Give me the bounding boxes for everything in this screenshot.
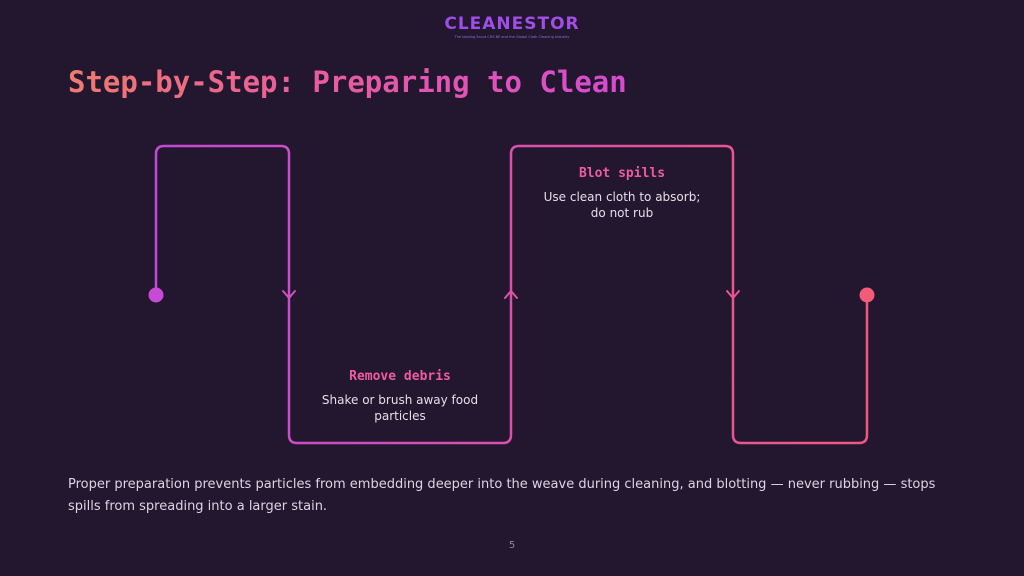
- logo-wordmark: CLEANESTOR: [0, 14, 1024, 34]
- step-description-line: particles: [374, 409, 426, 423]
- page-number: 5: [508, 540, 516, 551]
- flow-connector-path: [154, 144, 869, 445]
- slide-title: Step-by-Step: Preparing to Clean: [68, 62, 627, 102]
- step-title: Blot spills: [578, 166, 666, 181]
- arrow-down-icon: [726, 290, 740, 299]
- logo-tagline: The leading Scout CH5 BE and the Global …: [454, 35, 570, 39]
- step-description: Shake or brush away food particles: [300, 392, 500, 424]
- arrow-down-icon: [282, 290, 296, 299]
- step-remove-debris: Remove debris Shake or brush away food p…: [300, 368, 500, 424]
- step-description: Use clean cloth to absorb; do not rub: [522, 189, 722, 221]
- slide-caption: Proper preparation prevents particles fr…: [68, 474, 948, 518]
- step-description-line: do not rub: [590, 206, 654, 220]
- caption-line: spills from spreading into a larger stai…: [68, 499, 328, 514]
- brand-logo: CLEANESTOR The leading Scout CH5 BE and …: [0, 14, 1024, 40]
- flow-end-dot: [859, 287, 875, 303]
- arrow-up-icon: [504, 290, 518, 299]
- flow-start-dot: [148, 287, 164, 303]
- step-title: Remove debris: [349, 369, 451, 384]
- step-description-line: Shake or brush away food: [321, 393, 479, 407]
- step-description-line: Use clean cloth to absorb;: [543, 190, 701, 204]
- caption-line: Proper preparation prevents particles fr…: [68, 477, 936, 492]
- step-blot-spills: Blot spills Use clean cloth to absorb; d…: [522, 165, 722, 221]
